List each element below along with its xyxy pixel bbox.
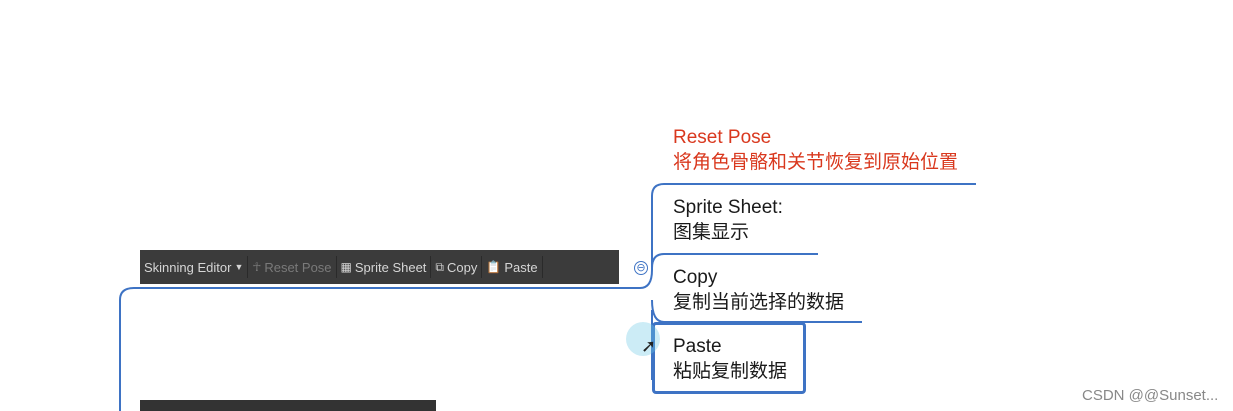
node-description: 粘贴复制数据 [673,360,788,382]
copy-button[interactable]: ⧉ Copy [431,256,483,278]
reset-pose-label: Reset Pose [264,259,332,275]
editor-panel-bottom [140,400,436,411]
paste-icon: 📋 [486,260,502,274]
copy-label: Copy [447,259,478,275]
sprite-sheet-button[interactable]: ▦ Sprite Sheet [337,256,432,278]
cursor-highlight [626,322,660,356]
grid-icon: ▦ [340,260,352,274]
selected-node-outline [652,322,806,394]
collapse-icon[interactable]: ⊖ [634,261,648,275]
branch-copy [651,299,862,323]
node-reset-pose[interactable]: Reset Pose 将角色骨骼和关节恢复到原始位置 [673,126,958,174]
node-title: Paste [673,336,722,357]
node-title: Copy [673,267,718,288]
paste-label: Paste [504,259,538,275]
branch-sprite-sheet [651,253,818,269]
figure-icon: ☥ [252,260,262,274]
node-description: 将角色骨骼和关节恢复到原始位置 [673,151,959,173]
root-branch-line [119,287,640,411]
node-copy[interactable]: Copy 复制当前选择的数据 [673,266,844,314]
chevron-down-icon: ▼ [234,262,244,272]
node-paste[interactable]: Paste 粘贴复制数据 [673,335,787,383]
paste-button[interactable]: 📋 Paste [482,256,543,278]
trunk-line [639,183,976,289]
node-title: Sprite Sheet: [673,197,783,218]
skinning-toolbar: Skinning Editor ▼ ☥ Reset Pose ▦ Sprite … [140,250,619,284]
sprite-sheet-label: Sprite Sheet [354,259,427,275]
reset-pose-button[interactable]: ☥ Reset Pose [248,256,337,278]
node-description: 复制当前选择的数据 [673,291,845,313]
skinning-editor-label: Skinning Editor [144,259,232,275]
mouse-cursor-icon: ➚ [641,336,657,357]
watermark: CSDN @@Sunset... [1082,387,1219,404]
node-description: 图集显示 [673,221,750,243]
node-sprite-sheet[interactable]: Sprite Sheet: 图集显示 [673,196,783,244]
skinning-editor-dropdown[interactable]: Skinning Editor ▼ [140,256,249,278]
node-title: Reset Pose [673,127,772,148]
copy-icon: ⧉ [435,259,444,274]
